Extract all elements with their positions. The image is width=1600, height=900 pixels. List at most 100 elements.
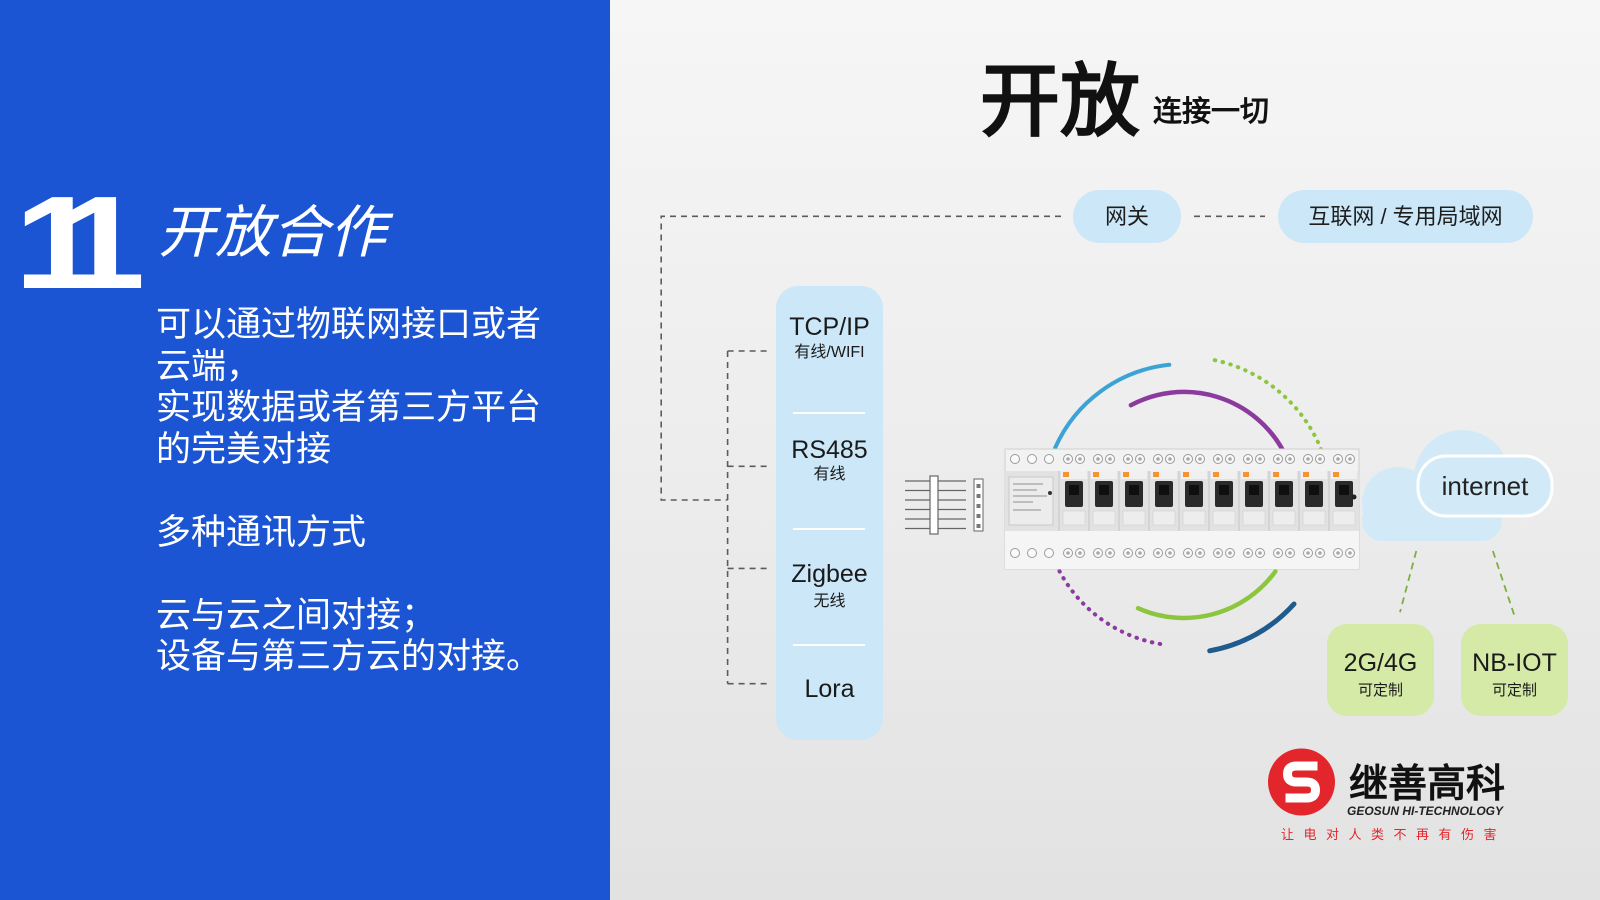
terminal-screw-center: [1138, 551, 1142, 555]
terminal-screw-center: [1318, 457, 1322, 461]
module-link-line: [1492, 550, 1516, 616]
terminal-screw-center: [1258, 551, 1262, 555]
label-strip: [1271, 471, 1297, 479]
status-indicator: [1333, 472, 1339, 477]
status-indicator: [1153, 472, 1159, 477]
terminal-screw-center: [1348, 551, 1352, 555]
terminal-screw-center: [1186, 551, 1190, 555]
section-heading: 开放合作: [158, 201, 386, 265]
rating-label: [1152, 510, 1176, 526]
terminal-screw-center: [1258, 457, 1262, 461]
status-indicator: [1303, 472, 1309, 477]
breaker-pole: [1268, 454, 1297, 558]
body-line: 的完美对接: [156, 429, 332, 469]
protocol-divider: [793, 644, 865, 646]
label-strip: [1331, 471, 1357, 479]
terminal-screw-center: [1246, 457, 1250, 461]
module-name: 2G/4G: [1343, 649, 1418, 677]
breaker-toggle-handle: [1219, 485, 1229, 495]
slide-title: 开放: [980, 57, 1140, 146]
signal-arc: [1212, 358, 1324, 452]
breaker-toggle-handle: [1129, 485, 1139, 495]
breaker-pole: [1298, 454, 1327, 558]
terminal-screw-center: [1156, 457, 1160, 461]
rating-label: [1212, 510, 1236, 526]
body-line: 云端，: [156, 346, 262, 386]
breaker-toggle-handle: [1189, 485, 1199, 495]
protocol-name: RS485: [791, 436, 868, 464]
body-line: 多种通讯方式: [156, 512, 367, 552]
terminal-screw-center: [1078, 457, 1082, 461]
breaker-pole: [1148, 454, 1177, 558]
terminal-screw-center: [1306, 551, 1310, 555]
protocol-name: TCP/IP: [789, 313, 870, 341]
module-link-line: [1399, 550, 1418, 613]
gateway-connector-line: [660, 215, 1061, 501]
terminal-screw-center: [1126, 551, 1130, 555]
terminal-screw-center: [1126, 457, 1130, 461]
breaker-main-module: [1008, 454, 1054, 558]
status-indicator: [1273, 472, 1279, 477]
circuit-breaker-icon: [1004, 448, 1360, 570]
breaker-toggle-handle: [1159, 485, 1169, 495]
status-indicator: [1243, 472, 1249, 477]
terminal-screw-center: [1216, 551, 1220, 555]
terminal-screw-center: [1066, 457, 1070, 461]
rating-label: [1182, 510, 1206, 526]
rating-label: [1272, 510, 1296, 526]
signal-arc: [1057, 569, 1167, 647]
terminal-screw-center: [1156, 551, 1160, 555]
protocol-name: Lora: [804, 675, 855, 703]
breaker-pole: [1118, 454, 1147, 558]
terminal-screw-center: [1306, 457, 1310, 461]
label-strip: [1181, 471, 1207, 479]
breaker-pole: [1178, 454, 1207, 558]
terminal-screw-center: [1096, 457, 1100, 461]
gateway-pill: 网关: [1073, 190, 1181, 243]
breaker-toggle-handle: [1309, 485, 1319, 495]
breaker-pole: [1058, 454, 1087, 558]
rating-label: [1302, 510, 1326, 526]
rating-label: [1242, 510, 1266, 526]
protocol-divider: [793, 412, 865, 414]
signal-arc: [1207, 601, 1297, 654]
status-indicator: [1213, 472, 1219, 477]
body-line: 设备与第三方云的对接。: [156, 637, 542, 676]
module-name: NB-IOT: [1472, 649, 1557, 677]
protocol-type: 有线/WIFI: [794, 344, 865, 361]
body-line: 云与云之间对接；: [156, 595, 437, 635]
section-body: 可以通过物联网接口或者 云端， 实现数据或者第三方平台 的完美对接 多种通讯方式…: [156, 304, 596, 678]
terminal-screw-center: [1168, 457, 1172, 461]
terminal-screw-center: [1288, 551, 1292, 555]
signal-arc: [1135, 569, 1278, 621]
breaker-pole: [1328, 454, 1357, 558]
terminal-screw-center: [1066, 551, 1070, 555]
protocol-type: 无线: [813, 593, 846, 610]
internet-lan-pill: 互联网 / 专用局域网: [1278, 190, 1533, 243]
terminal-screw-center: [1216, 457, 1220, 461]
terminal-screw-center: [1138, 457, 1142, 461]
terminal-screw-center: [1336, 551, 1340, 555]
label-strip: [1121, 471, 1147, 479]
rating-label: [1092, 510, 1116, 526]
label-strip: [1151, 471, 1177, 479]
terminal-screw-center: [1276, 551, 1280, 555]
label-strip: [1211, 471, 1237, 479]
terminal-screw-center: [1096, 551, 1100, 555]
terminal-screw-center: [1198, 551, 1202, 555]
terminal-screw-center: [1246, 551, 1250, 555]
terminal-screw-center: [1228, 457, 1232, 461]
status-indicator: [1123, 472, 1129, 477]
rating-label: [1062, 510, 1086, 526]
body-line: 实现数据或者第三方平台: [156, 388, 542, 427]
label-strip: [1301, 471, 1327, 479]
breaker-toggle-handle: [1279, 485, 1289, 495]
breaker-pole: [1238, 454, 1267, 558]
protocol-name: Zigbee: [791, 560, 868, 588]
terminal-screw-center: [1276, 457, 1280, 461]
left-panel: 11 开放合作 可以通过物联网接口或者 云端， 实现数据或者第三方平台 的完美对…: [0, 0, 610, 900]
slide-subtitle: 连接一切: [1153, 96, 1270, 128]
signal-arc: [1128, 389, 1287, 455]
breaker-pole: [1208, 454, 1237, 558]
